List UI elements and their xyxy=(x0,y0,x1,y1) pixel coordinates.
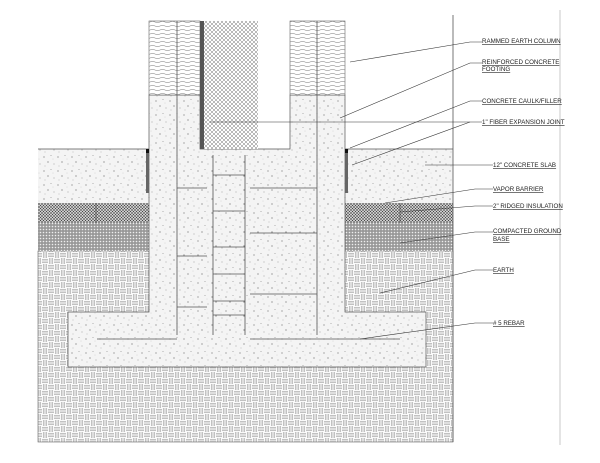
expansion-joint-right xyxy=(345,153,348,193)
label-rammed-earth-column: RAMMED EARTH COLUMN xyxy=(482,38,561,45)
caulk-right xyxy=(345,149,348,153)
insulation-left xyxy=(38,203,149,223)
label-earth: EARTH xyxy=(493,267,514,274)
label-reinforced-footing: REINFORCED CONCRETE xyxy=(482,59,559,66)
label-compacted-base: COMPACTED GROUND xyxy=(493,228,562,235)
label-concrete-slab: 12" CONCRETE SLAB xyxy=(493,162,556,169)
concrete-slab-left xyxy=(38,149,149,203)
label-reinforced-footing-2: FOOTING xyxy=(482,66,510,73)
column-core-infill xyxy=(200,21,258,149)
leader-lines xyxy=(210,41,493,340)
concrete-slab-right xyxy=(345,149,453,203)
rammed-earth-column-left xyxy=(148,20,201,96)
insulation-right xyxy=(345,203,453,223)
label-fiber-joint: 1" FIBER EXPANSION JOINT xyxy=(482,119,565,126)
rammed-earth-column-right xyxy=(289,20,346,96)
fiber-expansion-joint-strip xyxy=(200,21,204,149)
compacted-base-left xyxy=(38,223,149,251)
label-insulation: 2" RIDGED INSULATION xyxy=(493,203,563,210)
compacted-base-right xyxy=(345,223,453,251)
label-compacted-base-2: BASE xyxy=(493,236,510,243)
caulk-left xyxy=(146,149,149,153)
expansion-joint-left xyxy=(146,153,149,193)
label-caulk-filler: CONCRETE CAULK/FILLER xyxy=(482,98,562,105)
label-rebar: # 5 REBAR xyxy=(493,320,525,327)
rebar-verticals xyxy=(97,95,400,340)
label-vapor-barrier: VAPOR BARRIER xyxy=(493,186,544,193)
